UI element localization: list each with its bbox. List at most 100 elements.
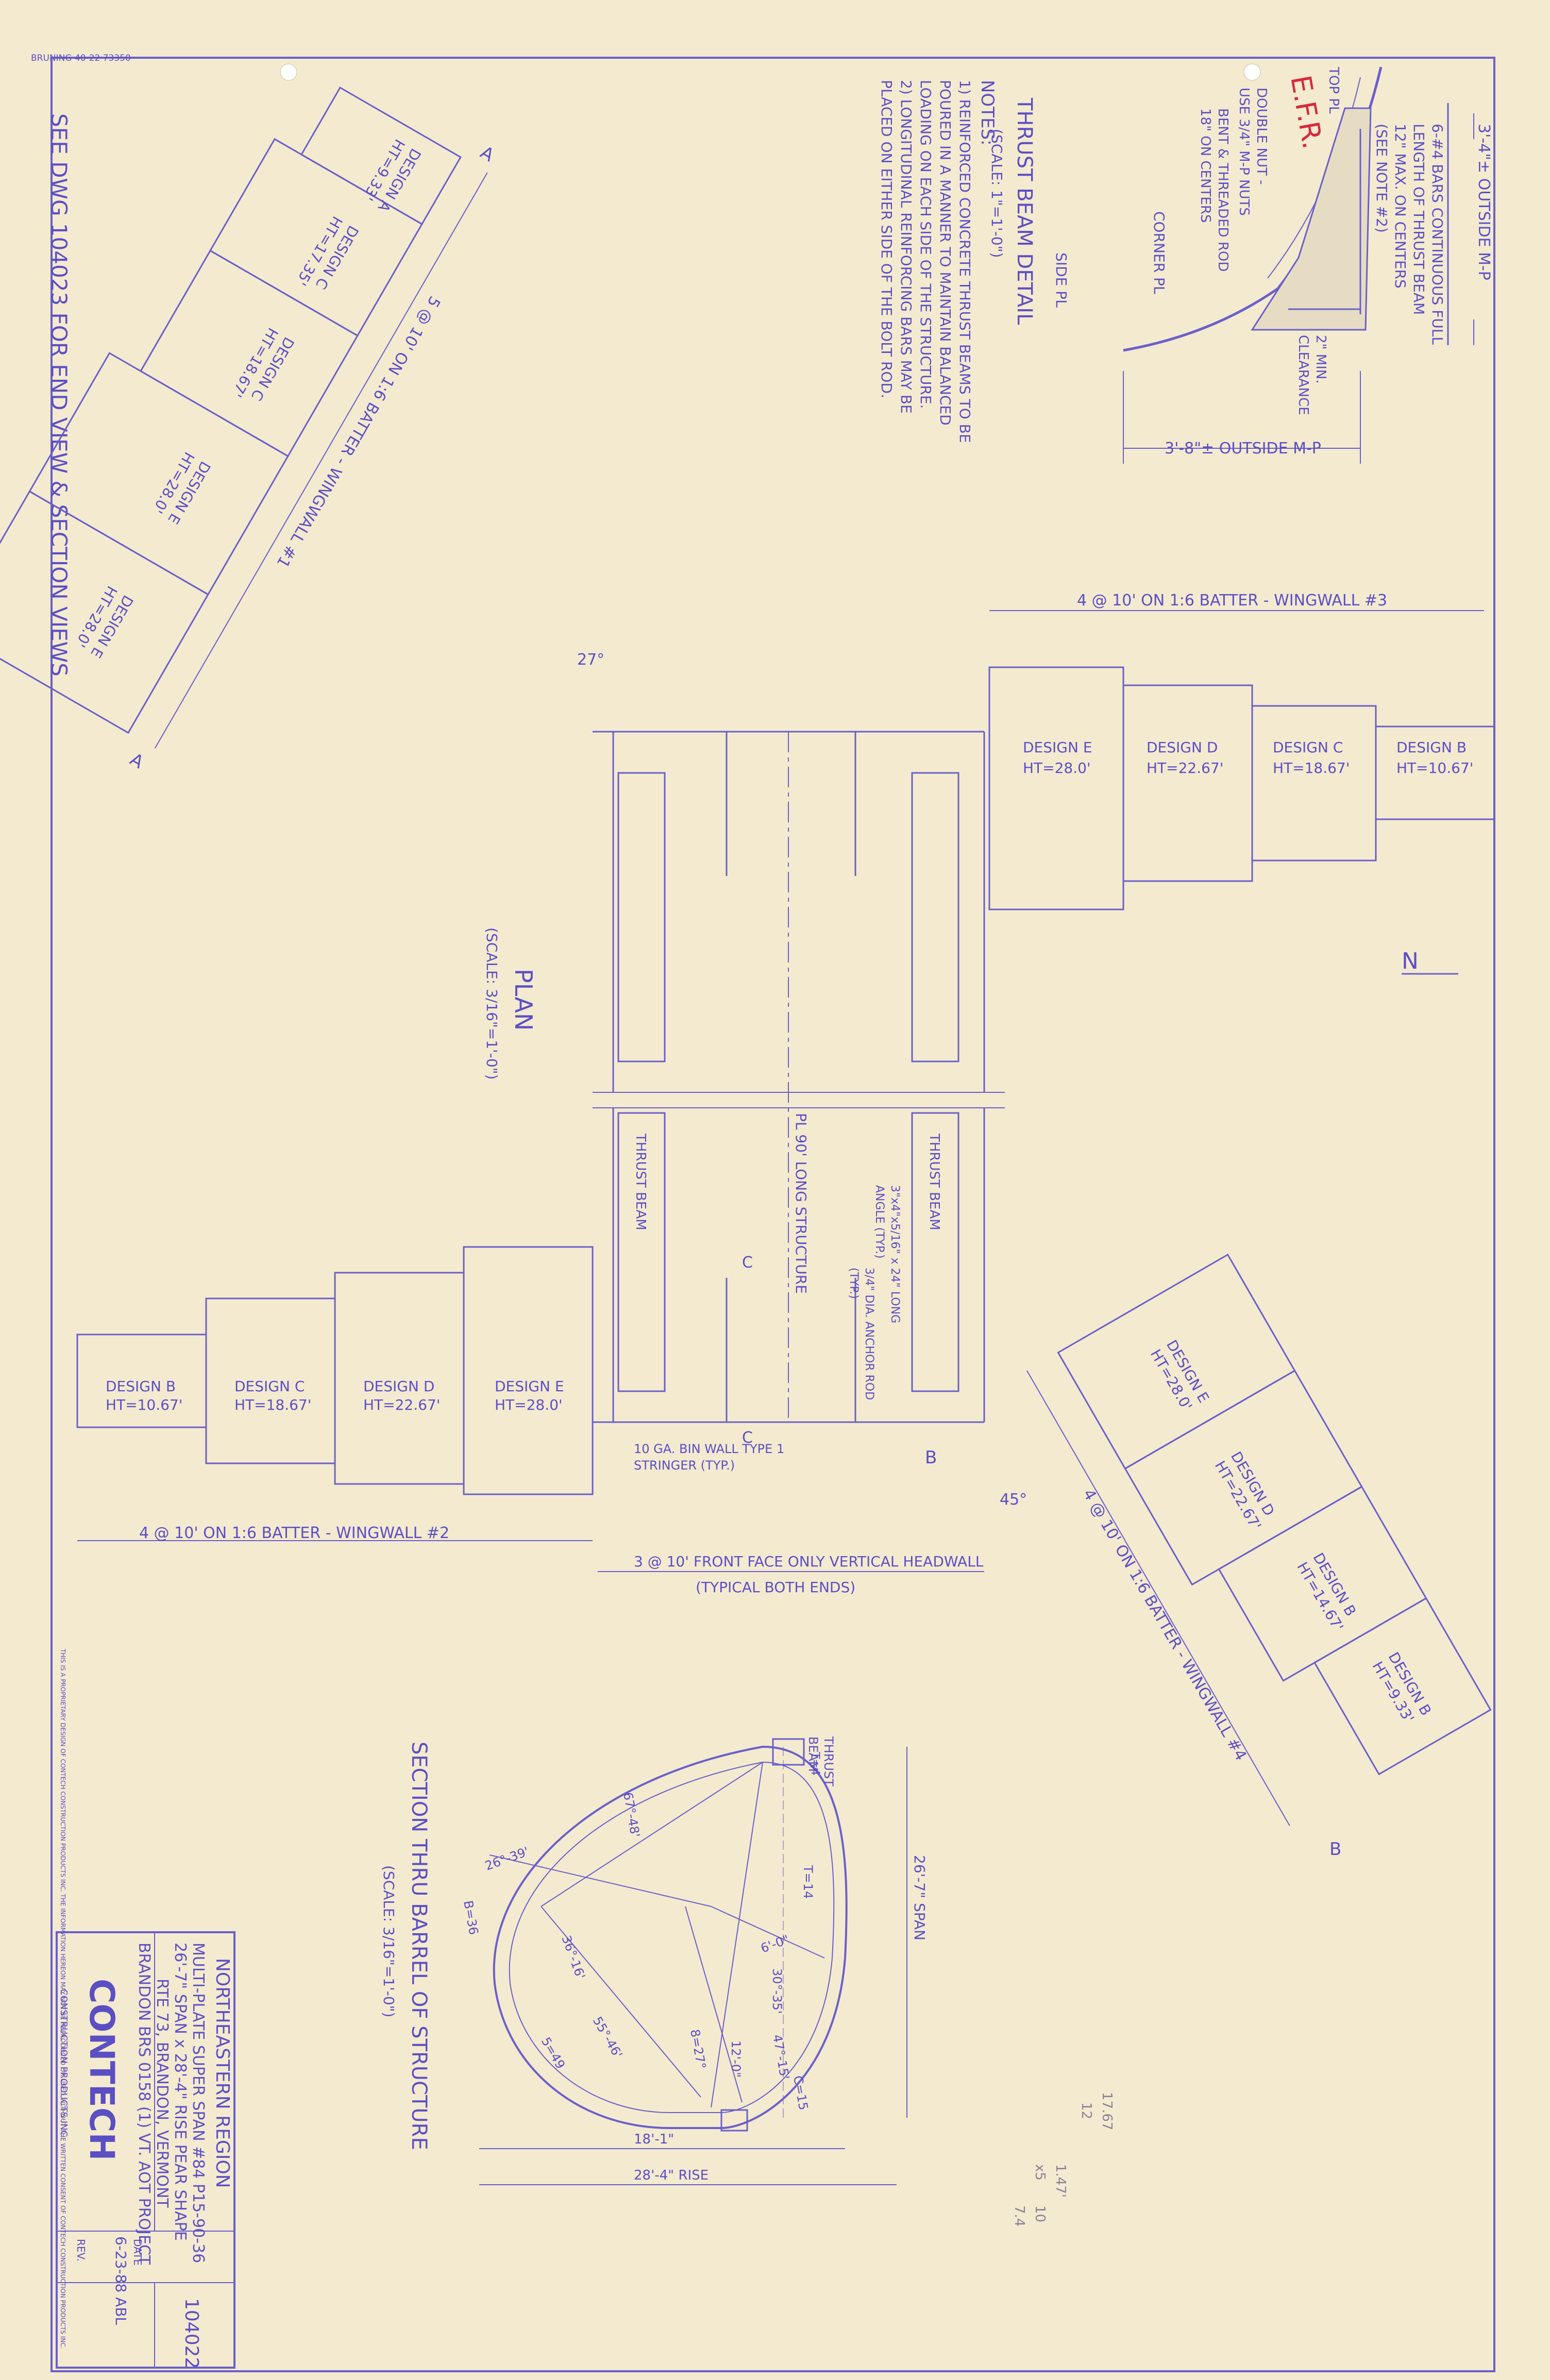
thrust-beam-detail: 3'-4"± OUTSIDE M-P 3'-8"± OUTSIDE M-P 6-… <box>988 66 1493 464</box>
span-dim: 26'-7" SPAN <box>911 1855 928 1940</box>
plan-view: PLAN (SCALE: 3/16"=1'-0") PL 90' LONG ST… <box>483 731 1005 1596</box>
title-block: NORTHEASTERN REGION MULTI-PLATE SUPER SP… <box>56 1648 235 2369</box>
svg-text:10 GA. BIN WALL TYPE 1: 10 GA. BIN WALL TYPE 1 <box>634 1442 784 1456</box>
wingwall-2-label: 4 @ 10' ON 1:6 BATTER - WINGWALL #2 <box>139 1524 449 1542</box>
wingwall-1: 5 @ 10' ON 1:6 BATTER - WINGWALL #1 DESI… <box>0 86 497 773</box>
svg-text:DESIGN B: DESIGN B <box>106 1378 176 1395</box>
wingwall-2: DESIGN B HT=10.67' DESIGN C HT=18.67' DE… <box>76 1246 594 1542</box>
arc-label: 30°-35' <box>770 1968 784 2014</box>
svg-text:HT=28.0': HT=28.0' <box>495 1396 563 1413</box>
svg-text:HT=28.0': HT=28.0' <box>1023 759 1091 777</box>
note-line: 1) REINFORCED CONCRETE THRUST BEAMS TO B… <box>956 80 973 443</box>
svg-text:17.67: 17.67 <box>1099 2092 1115 2130</box>
svg-text:DESIGN B: DESIGN B <box>1396 739 1467 756</box>
title-line: BRANDON BRS 0158 (1) VT. AOT PROJECT <box>135 1943 153 2265</box>
svg-text:STRINGER (TYP.): STRINGER (TYP.) <box>634 1458 735 1473</box>
red-markup: E.F.R. <box>1284 73 1329 151</box>
svg-text:7.4: 7.4 <box>1012 2205 1027 2226</box>
wingwall-1-angle: 27° <box>577 651 604 669</box>
section-title: SECTION THRU BARREL OF STRUCTURE <box>407 1742 431 2150</box>
detail-title: THRUST BEAM DETAIL <box>1013 97 1036 325</box>
svg-text:LENGTH OF THRUST BEAM: LENGTH OF THRUST BEAM <box>1410 124 1427 315</box>
section-scale: (SCALE: 3/16"=1'-0") <box>380 1865 397 2017</box>
date-label: DATE <box>131 2239 144 2266</box>
arc-label: 5=49 <box>538 2035 568 2071</box>
clearance-note: 2" MIN. CLEARANCE <box>1295 335 1328 415</box>
svg-text:(SEE NOTE #2): (SEE NOTE #2) <box>1373 124 1390 233</box>
rise-dim: 28'-4" RISE <box>634 2168 709 2183</box>
note-line: LOADING ON EACH SIDE OF THE STRUCTURE. <box>917 80 934 409</box>
dim-bottom: 3'-8"± OUTSIDE M-P <box>1165 440 1321 458</box>
rev-label: REV. <box>75 2239 87 2261</box>
pencil-calculations: 17.67 12 1.47' x5 10 7.4 <box>1012 2092 1115 2226</box>
svg-text:HT=18.67': HT=18.67' <box>234 1396 311 1413</box>
bars-note: 6-#4 BARS CONTINUOUS FULL LENGTH OF THRU… <box>1373 124 1446 345</box>
svg-text:3/4" DIA. ANCHOR ROD: 3/4" DIA. ANCHOR ROD <box>863 1268 875 1400</box>
thrust-beam-label: THRUST BEAM <box>633 1133 648 1230</box>
arc-label: 8=27° <box>687 2028 709 2070</box>
svg-text:HT=10.67': HT=10.67' <box>1396 759 1473 777</box>
svg-text:HT=22.67': HT=22.67' <box>1147 759 1223 777</box>
svg-text:CLEARANCE: CLEARANCE <box>1295 335 1311 415</box>
north-arrow: N <box>1402 948 1419 974</box>
svg-text:DESIGN C: DESIGN C <box>234 1378 305 1395</box>
plan-scale: (SCALE: 3/16"=1'-0") <box>483 927 500 1079</box>
svg-text:10: 10 <box>1032 2205 1048 2222</box>
note-line: 2) LONGITUDINAL REINFORCING BARS MAY BE <box>898 80 915 414</box>
proprietary-notice: THIS IS A PROPRIETARY DESIGN OF CONTECH … <box>59 1648 66 2349</box>
section-mark-c: C <box>742 1254 753 1272</box>
section-mark-a: A <box>477 142 497 166</box>
dwg-number: 104022 <box>181 2298 202 2369</box>
svg-text:12: 12 <box>1079 2102 1094 2119</box>
headwall-label: 3 @ 10' FRONT FACE ONLY VERTICAL HEADWAL… <box>634 1553 984 1570</box>
arc-label: B=36 <box>461 1899 481 1936</box>
section-mark-a: A <box>126 749 147 773</box>
arc-label: T=14 <box>801 1865 815 1899</box>
svg-text:BEAM: BEAM <box>806 1736 820 1772</box>
section-mark-c: C <box>742 1429 753 1447</box>
svg-text:18" ON CENTERS: 18" ON CENTERS <box>1198 108 1213 223</box>
arc-label: 47°-15' <box>770 2033 792 2081</box>
sheet-border <box>50 57 1495 2372</box>
top-label: TOP PL <box>1326 66 1341 114</box>
section-thrust-beam: THRUST BEAM <box>806 1736 836 1786</box>
contech-logo: CONTECH <box>82 1979 122 2161</box>
wingwall-3-label: 4 @ 10' ON 1:6 BATTER - WINGWALL #3 <box>1077 592 1387 610</box>
svg-text:6-#4 BARS CONTINUOUS FULL: 6-#4 BARS CONTINUOUS FULL <box>1429 124 1446 345</box>
wingwall-3: 4 @ 10' ON 1:6 BATTER - WINGWALL #3 DESI… <box>988 592 1495 910</box>
date-value: 6-23-88 ABL <box>112 2236 129 2325</box>
wingwall-4: 4 @ 10' ON 1:6 BATTER - WINGWALL #4 DESI… <box>1026 1253 1492 1826</box>
arc-label: 26°-39' <box>483 1844 531 1873</box>
punch-hole-left <box>280 63 297 81</box>
svg-text:HT=18.67': HT=18.67' <box>1273 759 1350 777</box>
svg-text:BENT & THREADED ROD: BENT & THREADED ROD <box>1215 108 1231 272</box>
svg-text:12" MAX. ON CENTERS: 12" MAX. ON CENTERS <box>1392 124 1409 289</box>
dim-top: 3'-4"± OUTSIDE M-P <box>1475 124 1493 280</box>
svg-text:2" MIN.: 2" MIN. <box>1313 335 1328 384</box>
detail-scale: (SCALE: 1"=1'-0") <box>988 129 1005 258</box>
half-dim: 18'-1" <box>634 2132 674 2147</box>
note-line: PLACED ON EITHER SIDE OF THE BOLT ROD. <box>878 80 895 398</box>
section-mark-b: B <box>1329 1839 1341 1860</box>
section-mark-b: B <box>925 1447 937 1468</box>
arc-label: T=4 <box>808 1751 821 1776</box>
svg-text:x5: x5 <box>1032 2164 1048 2181</box>
company-sub: CONSTRUCTION PRODUCTS INC. <box>58 1989 69 2140</box>
svg-text:HT=10.67': HT=10.67' <box>106 1396 182 1413</box>
svg-text:HT=22.67': HT=22.67' <box>363 1396 440 1413</box>
nuts-note: DOUBLE NUT - USE 3/4" M-P NUTS <box>1236 88 1269 216</box>
title-line: RTE 73, BRANDON, VERMONT <box>153 1979 171 2208</box>
notes: NOTES: 1) REINFORCED CONCRETE THRUST BEA… <box>878 80 998 443</box>
title-line: MULTI-PLATE SUPER SPAN #84 P15-90-36 <box>189 1943 207 2263</box>
see-dwg-note: SEE DWG 104023 FOR END VIEW & SECTION VI… <box>46 113 72 677</box>
arc-label: C=15 <box>790 2074 811 2111</box>
svg-text:DESIGN E: DESIGN E <box>495 1378 564 1395</box>
corner-label: CORNER PL <box>1151 211 1168 294</box>
svg-text:DOUBLE NUT -: DOUBLE NUT - <box>1254 88 1269 185</box>
title-line: 26'-7" SPAN x 28'-4" RISE PEAR SHAPE <box>171 1943 189 2241</box>
svg-text:ANGLE (TYP.): ANGLE (TYP.) <box>873 1185 886 1259</box>
svg-text:(TYP.): (TYP.) <box>847 1268 860 1299</box>
punch-hole-right <box>1243 63 1261 81</box>
